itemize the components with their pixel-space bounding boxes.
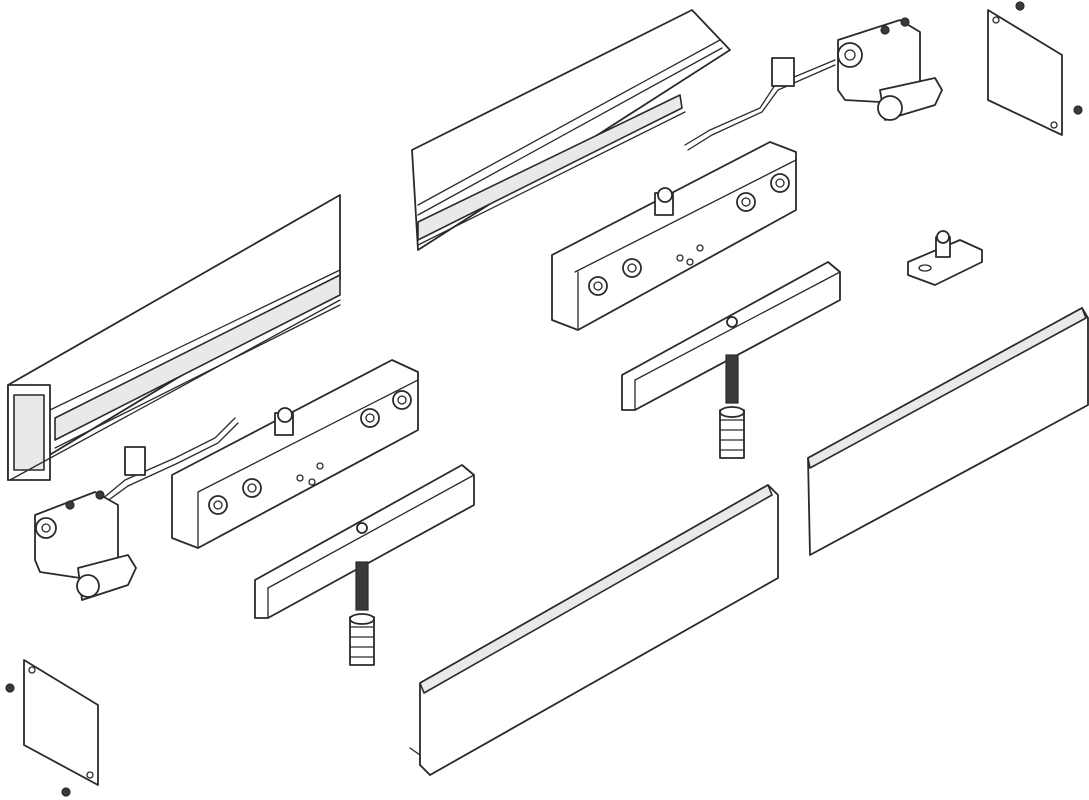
left-spring-bolt	[349, 561, 375, 666]
floor-guide	[907, 230, 983, 286]
right-carriage-block	[551, 141, 797, 331]
top-track-profile	[7, 194, 341, 481]
right-spring-bolt	[719, 354, 745, 459]
left-clamp-bar	[254, 464, 475, 619]
front-cover-panel	[409, 484, 779, 776]
upper-track-profile	[411, 9, 731, 251]
right-end-cap	[987, 1, 1083, 136]
right-cover-panel	[807, 307, 1089, 556]
left-end-cap	[5, 659, 99, 797]
left-stopper-bracket	[34, 417, 239, 601]
right-clamp-bar	[621, 261, 841, 411]
right-stopper-bracket	[684, 17, 943, 151]
left-carriage-block	[171, 359, 419, 549]
